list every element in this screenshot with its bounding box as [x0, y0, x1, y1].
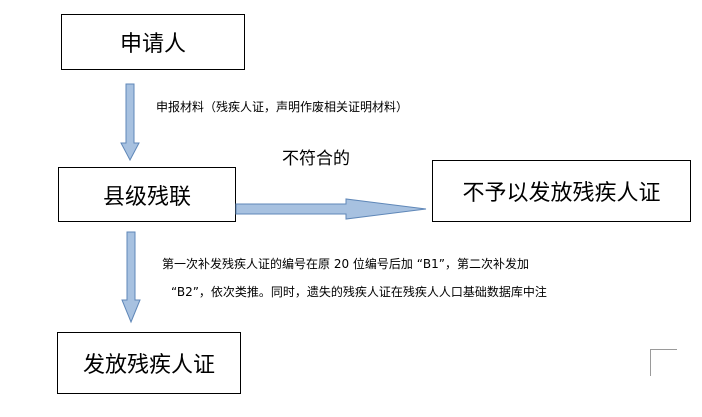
- arrow-county-to-not-issued: [235, 198, 427, 220]
- edge-label-materials: 申报材料（残疾人证，声明作废相关证明材料）: [156, 100, 409, 114]
- node-county-label: 县级残联: [102, 184, 191, 210]
- edge-label-numbering-line-1: 第一次补发残疾人证的编号在原 20 位编号后加 “B1”，第二次补发加: [162, 257, 530, 271]
- edge-label-numbering-line-2: “B2”，依次类推。同时，遗失的残疾人证在残疾人人口基础数据库中注: [171, 285, 547, 299]
- arrow-applicant-to-county: [120, 83, 140, 162]
- node-county-disabled-federation: 县级残联: [58, 167, 236, 222]
- node-applicant-label: 申请人: [119, 32, 186, 57]
- page-corner-mark: [650, 349, 677, 376]
- node-not-issued: 不予以发放残疾人证: [432, 160, 691, 222]
- node-issue-certificate: 发放残疾人证: [57, 332, 241, 394]
- node-issue-certificate-label: 发放残疾人证: [82, 353, 215, 378]
- node-applicant: 申请人: [61, 14, 245, 70]
- edge-label-not-meet: 不符合的: [282, 149, 350, 169]
- arrow-county-to-issue: [121, 231, 141, 324]
- node-not-issued-label: 不予以发放残疾人证: [462, 181, 661, 206]
